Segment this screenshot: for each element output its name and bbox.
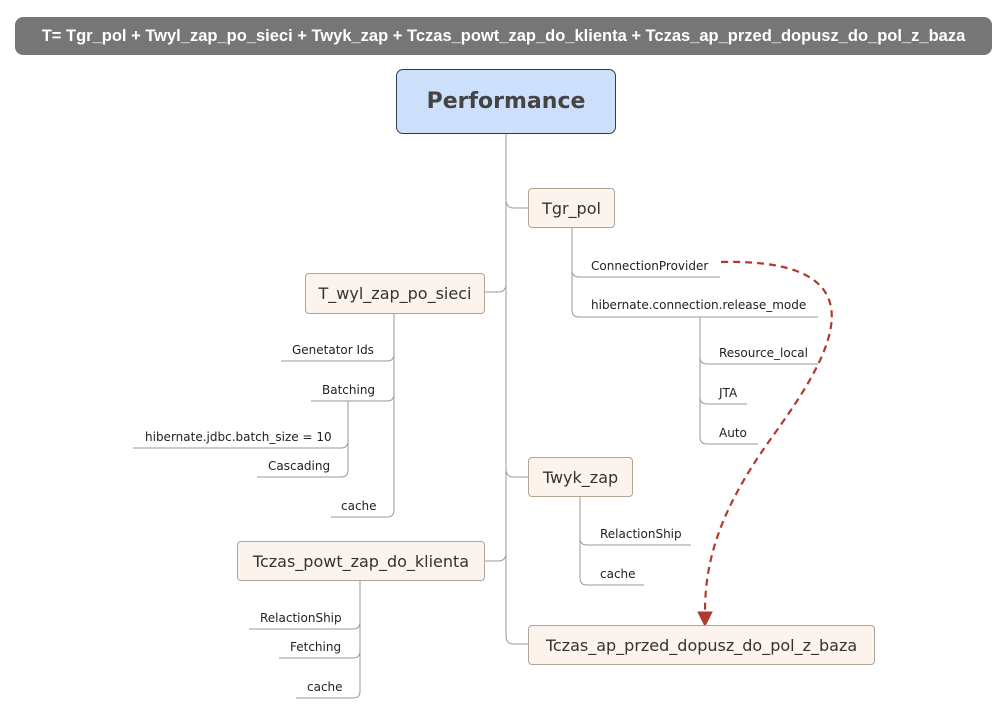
leaf-cache-twyk[interactable]: cache bbox=[600, 567, 636, 581]
leaf-release-mode[interactable]: hibernate.connection.release_mode bbox=[591, 298, 807, 312]
leaf-cascading[interactable]: Cascading bbox=[268, 459, 331, 473]
leaf-line-resource-local bbox=[699, 356, 818, 365]
leaf-line-connection-provider bbox=[571, 269, 720, 278]
batching-stem bbox=[257, 401, 349, 478]
leaf-line-jta bbox=[699, 396, 747, 405]
branch-twyk-zap bbox=[505, 468, 528, 478]
branch-t-wyl bbox=[485, 283, 507, 293]
leaf-line-generator-ids bbox=[281, 353, 395, 362]
leaf-cache-t-wyl[interactable]: cache bbox=[341, 499, 377, 513]
leaf-fetching[interactable]: Fetching bbox=[290, 640, 342, 654]
topic-tgr-pol[interactable]: Tgr_pol bbox=[528, 188, 615, 228]
leaf-line-fetching bbox=[279, 650, 361, 659]
topic-tczas-powt-zap-do-klienta[interactable]: Tczas_powt_zap_do_klienta bbox=[237, 541, 485, 581]
tczas-powt-stem bbox=[296, 581, 361, 699]
relationship-arrowhead bbox=[697, 611, 713, 628]
topic-tczas-ap-przed-dopusz[interactable]: Tczas_ap_przed_dopusz_do_pol_z_baza bbox=[528, 625, 875, 665]
leaf-line-relationship-powt bbox=[249, 621, 361, 630]
release-mode-stem bbox=[699, 317, 708, 445]
branch-tczas-ap bbox=[505, 635, 528, 645]
branch-tgr-pol bbox=[505, 199, 528, 209]
topic-twyk-zap[interactable]: Twyk_zap bbox=[528, 457, 633, 497]
leaf-line-batch-size bbox=[133, 440, 349, 449]
leaf-resource-local[interactable]: Resource_local bbox=[719, 346, 808, 360]
leaf-generator-ids[interactable]: Genetator Ids bbox=[292, 343, 374, 357]
t-wyl-stem bbox=[331, 314, 395, 518]
leaf-jta[interactable]: JTA bbox=[719, 386, 738, 400]
leaf-batch-size[interactable]: hibernate.jdbc.batch_size = 10 bbox=[145, 430, 332, 444]
leaf-line-relationship-twyk bbox=[579, 537, 691, 546]
tgr-pol-stem bbox=[571, 228, 580, 318]
branch-tczas-powt bbox=[485, 552, 507, 562]
leaf-relationship-powt[interactable]: RelactionShip bbox=[260, 611, 342, 625]
leaf-batching[interactable]: Batching bbox=[322, 383, 376, 397]
leaf-auto[interactable]: Auto bbox=[719, 426, 747, 440]
formula-banner: T= Tgr_pol + Twyl_zap_po_sieci + Twyk_za… bbox=[15, 17, 992, 55]
root-topic-performance[interactable]: Performance bbox=[396, 69, 616, 134]
relationship-arrow bbox=[703, 260, 833, 613]
leaf-relationship-twyk[interactable]: RelactionShip bbox=[600, 527, 682, 541]
leaf-line-batching bbox=[311, 393, 395, 402]
twyk-zap-stem bbox=[579, 497, 644, 586]
leaf-connection-provider[interactable]: ConnectionProvider bbox=[591, 259, 709, 273]
leaf-cache-powt[interactable]: cache bbox=[307, 680, 343, 694]
topic-t-wyl-zap-po-sieci[interactable]: T_wyl_zap_po_sieci bbox=[305, 273, 485, 314]
